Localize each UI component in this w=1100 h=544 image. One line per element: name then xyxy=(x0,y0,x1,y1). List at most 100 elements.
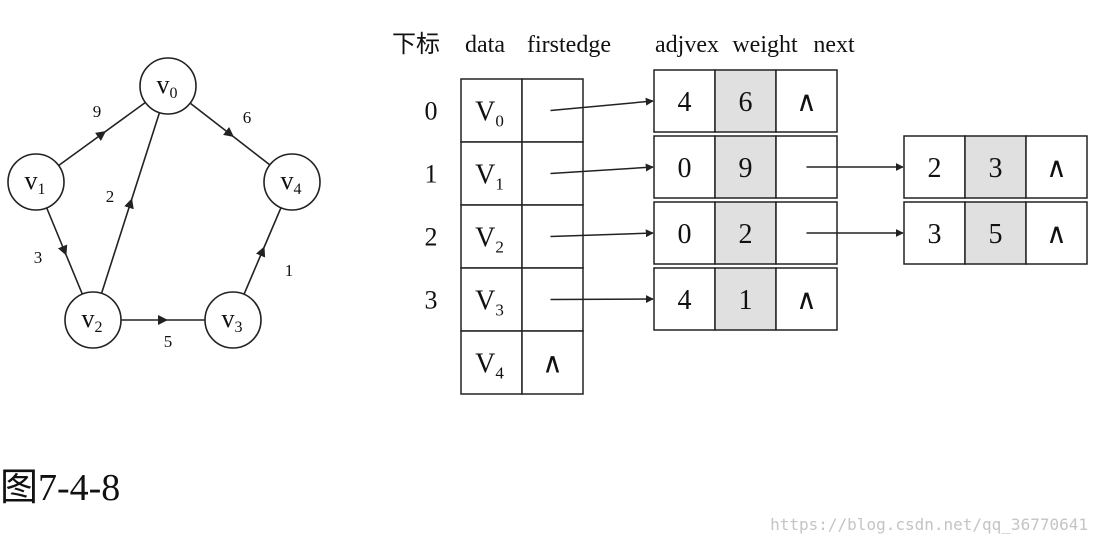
edge-v0-v4 xyxy=(189,102,271,166)
pointer-1-0 xyxy=(550,163,654,175)
edge-node-0-0-adjvex-cell xyxy=(653,69,716,133)
edge-node-2-1-adjvex-cell xyxy=(903,201,966,265)
figure-caption: 图7-4-8 xyxy=(0,467,120,509)
node-label-v1-letter: v xyxy=(25,166,38,195)
edge-node-1-1-adjvex-cell xyxy=(903,135,966,199)
edge-node-2-1-adjvex: 3 xyxy=(928,219,942,250)
node-label-v0-letter: v xyxy=(157,70,170,99)
header-firstedge: firstedge xyxy=(527,32,611,58)
edge-node-2-0-weight: 2 xyxy=(739,219,753,250)
vertex-label-2: V2 xyxy=(475,223,504,257)
node-label-v4-subscript: 4 xyxy=(294,181,302,198)
edge-node-2-1-next: ∧ xyxy=(1046,219,1067,250)
edge-node-3-0-weight: 1 xyxy=(739,285,753,316)
node-label-v2-subscript: 2 xyxy=(95,319,103,336)
edge-node-0-0-weight-cell xyxy=(714,69,777,133)
vertex-label-0-subscript: 0 xyxy=(495,112,504,131)
edge-node-2-1-weight: 5 xyxy=(989,219,1003,250)
node-label-v4: v4 xyxy=(281,166,302,198)
node-v2 xyxy=(64,291,122,349)
vertex-index-3: 3 xyxy=(425,286,438,315)
vertex-index-2: 2 xyxy=(425,223,438,252)
vertex-label-1: V1 xyxy=(475,160,504,194)
edge-node-2-0-adjvex: 0 xyxy=(678,219,692,250)
edge-weight-v1-v0: 9 xyxy=(93,102,102,121)
edge-weight-v2-v3: 5 xyxy=(164,332,173,351)
header-next: next xyxy=(813,32,855,58)
edge-node-1-1-next-cell xyxy=(1025,135,1088,199)
edge-node-lists: 4 6 ∧ 0 9 2 3 ∧ 0 2 3 5 ∧ 4 1 ∧ xyxy=(653,69,1088,331)
node-v3 xyxy=(204,291,262,349)
vertex-label-2-subscript: 2 xyxy=(495,238,504,257)
edge-node-0-0-next: ∧ xyxy=(796,87,817,118)
vertex-label-4-letter: V xyxy=(475,349,495,380)
vertex-index-1: 1 xyxy=(425,160,438,189)
pointer-0-0 xyxy=(550,97,654,112)
vertex-label-4: V4 xyxy=(475,349,504,383)
vertex-label-2-letter: V xyxy=(475,223,495,254)
edge-node-1-0-weight: 9 xyxy=(739,153,753,184)
node-label-v3-letter: v xyxy=(222,304,235,333)
edge-node-0-0-next-cell xyxy=(775,69,838,133)
edge-weight-v1-v2: 3 xyxy=(34,248,43,267)
node-label-v2: v2 xyxy=(82,304,103,336)
table-headers: 下标 data firstedge adjvex weight next xyxy=(392,31,855,58)
header-index: 下标 xyxy=(392,31,440,58)
node-label-v3-subscript: 3 xyxy=(235,319,243,336)
edge-weight-v3-v4: 1 xyxy=(285,261,294,280)
node-label-v1-subscript: 1 xyxy=(38,181,46,198)
node-label-v0-subscript: 0 xyxy=(170,85,178,102)
edge-v3-v4 xyxy=(243,207,282,295)
edge-weight-v0-v4: 6 xyxy=(243,108,252,127)
pointer-2-0 xyxy=(550,229,654,238)
edge-node-3-0-adjvex-cell xyxy=(653,267,716,331)
edge-node-3-0-next: ∧ xyxy=(796,285,817,316)
edge-node-1-1-weight: 3 xyxy=(989,153,1003,184)
edge-node-2-1-next-cell xyxy=(1025,201,1088,265)
vertex-firstedge-cell-4 xyxy=(521,330,584,395)
node-v4 xyxy=(263,153,321,211)
header-weight: weight xyxy=(732,32,798,58)
vertex-label-3-letter: V xyxy=(475,286,495,317)
vertex-label-1-letter: V xyxy=(475,160,495,191)
edge-node-0-0-weight: 6 xyxy=(739,87,753,118)
vertex-data-cell-4 xyxy=(460,330,523,395)
vertex-label-0-letter: V xyxy=(475,97,495,128)
node-label-v2-letter: v xyxy=(82,304,95,333)
edge-node-2-0-weight-cell xyxy=(714,201,777,265)
node-v0 xyxy=(139,57,197,115)
edge-node-3-0-adjvex: 4 xyxy=(678,285,692,316)
vertex-label-3: V3 xyxy=(475,286,504,320)
node-label-v3: v3 xyxy=(222,304,243,336)
watermark-url: https://blog.csdn.net/qq_36770641 xyxy=(770,515,1088,534)
edge-v1-v2 xyxy=(45,207,84,295)
edge-v2-v0 xyxy=(100,112,161,294)
vertex-index-0: 0 xyxy=(425,97,438,126)
edge-weight-v2-v0: 2 xyxy=(106,187,115,206)
vertex-label-1-subscript: 1 xyxy=(495,175,504,194)
edge-node-1-0-adjvex: 0 xyxy=(678,153,692,184)
vertex-data-cell-2 xyxy=(460,204,523,269)
pointer-arrows xyxy=(550,97,904,304)
edge-node-1-0-adjvex-cell xyxy=(653,135,716,199)
vertex-firstedge-value-4: ∧ xyxy=(542,349,563,380)
header-adjvex: adjvex xyxy=(655,32,719,58)
node-label-v4-letter: v xyxy=(281,166,294,195)
node-label-v1: v1 xyxy=(25,166,46,198)
vertex-data-cell-1 xyxy=(460,141,523,206)
vertex-label-4-subscript: 4 xyxy=(495,364,504,383)
edge-node-1-1-next: ∧ xyxy=(1046,153,1067,184)
vertex-label-0: V0 xyxy=(475,97,504,131)
vertex-label-3-subscript: 3 xyxy=(495,301,504,320)
edge-node-3-0-next-cell xyxy=(775,267,838,331)
header-data: data xyxy=(465,32,505,58)
node-v1 xyxy=(7,153,65,211)
pointer-3-0 xyxy=(550,295,654,304)
edge-v1-v0 xyxy=(58,101,146,167)
edge-node-1-1-adjvex: 2 xyxy=(928,153,942,184)
edge-node-0-0-adjvex: 4 xyxy=(678,87,692,118)
node-label-v0: v0 xyxy=(157,70,178,102)
